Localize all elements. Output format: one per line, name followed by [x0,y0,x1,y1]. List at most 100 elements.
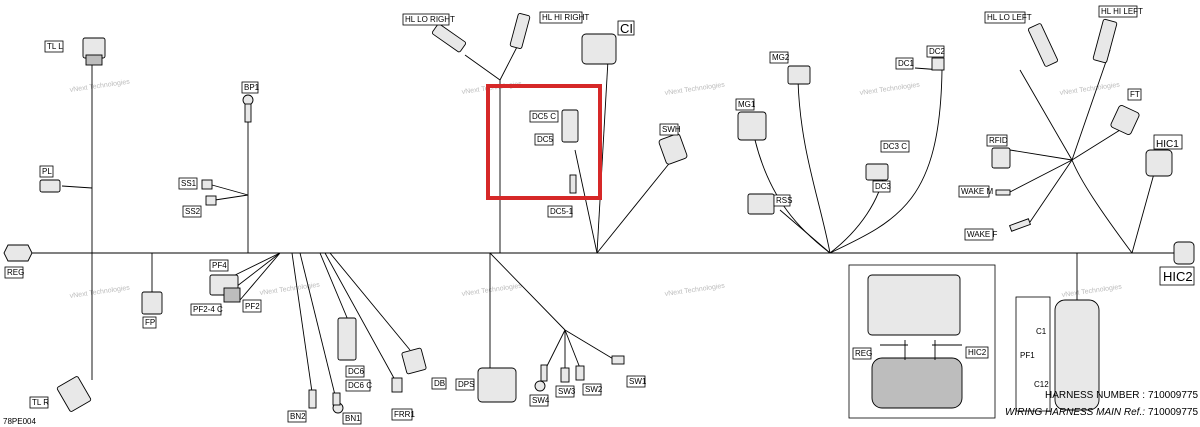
wiring-harness-ref-value: 710009775 [1148,407,1199,418]
wake-m-connector-icon [995,189,1011,196]
label-ss1: SS1 [181,179,197,188]
label-rss: RSS [776,196,792,205]
reg-connector-icon [3,244,33,262]
ft-connector-icon [1110,105,1140,135]
label-sw4: SW4 [532,396,550,405]
label-mg2: MG2 [772,53,790,62]
wake-f-connector-icon [1009,218,1031,232]
labels: TL L BP1 PL SS1 SS2 REG PF4 PF2-4 C PF2 … [4,5,1195,425]
label-dc6c: DC6 C [348,381,372,390]
harness-number-value: 710009775 [1148,390,1199,401]
sw2-connector-icon [575,365,585,381]
watermark: vNext Technologies [69,79,130,94]
main-harness-wires [30,44,1175,396]
fp-connector-icon [141,291,163,315]
dps-connector-icon [477,367,517,403]
hl-hi-left-connector-icon [1092,18,1118,64]
frr1-connector-icon [391,377,403,393]
watermark: vNext Technologies [259,282,320,297]
bn1-terminal-icon [332,392,341,406]
watermark: vNext Technologies [461,81,522,96]
label-c1: C1 [1036,327,1047,336]
inset-plug-icon [871,357,963,409]
tl-r-connector-icon [56,376,92,412]
sw1-connector-icon [611,355,625,365]
label-tl-l: TL L [47,42,63,51]
dc6-connector-icon [337,317,357,361]
label-tl-r: TL R [32,398,49,407]
label-bp1: BP1 [244,83,260,92]
label-dc5-1: DC5-1 [550,207,574,216]
inset-detail [848,253,1100,419]
highlight-box [486,84,602,200]
label-inset-reg: REG [855,349,872,358]
label-dc2: DC2 [929,47,946,56]
label-sw1: SW1 [629,377,647,386]
label-pf2: PF2 [245,302,260,311]
mg1-connector-icon [737,111,767,141]
label-sw3: SW3 [558,387,576,396]
dc3-connector-icon [865,163,889,181]
hl-lo-right-connector-icon [431,23,467,53]
tl-l-pins-icon [85,54,103,66]
watermark: vNext Technologies [69,285,130,300]
watermark: vNext Technologies [461,283,522,298]
label-frr1: FRR1 [394,410,415,419]
pl-connector-icon [39,179,61,193]
dc5-1-terminal-icon [569,174,577,194]
hl-hi-right-connector-icon [509,13,531,49]
watermark: vNext Technologies [1059,82,1120,97]
label-fp: FP [145,318,155,327]
rss-connector-icon [747,193,775,215]
sw4-terminal-icon [540,364,548,382]
bp1-ring-terminal-icon [242,94,254,106]
label-bn1: BN1 [345,414,361,423]
watermark: vNext Technologies [664,82,725,97]
label-wake-m: WAKE M [961,187,993,196]
label-dc3: DC3 [875,182,892,191]
label-pf1: PF1 [1020,351,1035,360]
bn2-terminal-icon [308,389,317,409]
label-hl-hi-left: HL HI LEFT [1101,7,1143,16]
dc2-connector-icon [931,57,945,71]
harness-number-label: HARNESS NUMBER : [1045,390,1146,401]
label-dc5c: DC5 C [532,112,556,121]
sw3-connector-icon [560,367,570,383]
ci-connector-icon [581,33,617,65]
bp1-terminal-icon [244,103,252,123]
label-pf2-4c: PF2-4 C [193,305,223,314]
label-bn2: BN2 [290,412,306,421]
label-dc5: DC5 [537,135,554,144]
label-ss2: SS2 [185,207,201,216]
sw4-ring-terminal-icon [534,380,546,392]
swh-connector-icon [658,133,688,165]
mg2-connector-icon [787,65,811,85]
watermark: vNext Technologies [1061,284,1122,299]
ss2-connector-icon [205,195,217,206]
ss1-connector-icon [201,179,213,190]
label-reg: REG [7,268,24,277]
watermark: vNext Technologies [859,82,920,97]
hl-lo-left-connector-icon [1027,23,1059,67]
label-hic1: HIC1 [1156,139,1179,150]
figure-code: 78PE004 [3,417,36,426]
label-mg1: MG1 [738,100,756,109]
inset-module-icon [867,274,961,336]
label-dps: DPS [458,380,474,389]
label-rfid: RFID [989,136,1008,145]
label-sw2: SW2 [585,385,603,394]
db-connector-icon [401,347,427,375]
wiring-harness-ref-label: WIRING HARNESS MAIN Ref.: [1005,407,1146,418]
watermark: vNext Technologies [664,283,725,298]
hic1-connector-icon [1145,149,1173,177]
label-dc3c: DC3 C [883,142,907,151]
pf2-connector-icon [223,287,241,303]
label-inset-hic2: HIC2 [968,348,987,357]
label-hic2: HIC2 [1163,269,1193,284]
label-wake-f: WAKE F [967,230,997,239]
connector-shapes [3,13,1195,414]
label-pf4: PF4 [212,261,227,270]
dc5-connector-icon [561,109,579,143]
pf1-bracket [1015,296,1051,412]
